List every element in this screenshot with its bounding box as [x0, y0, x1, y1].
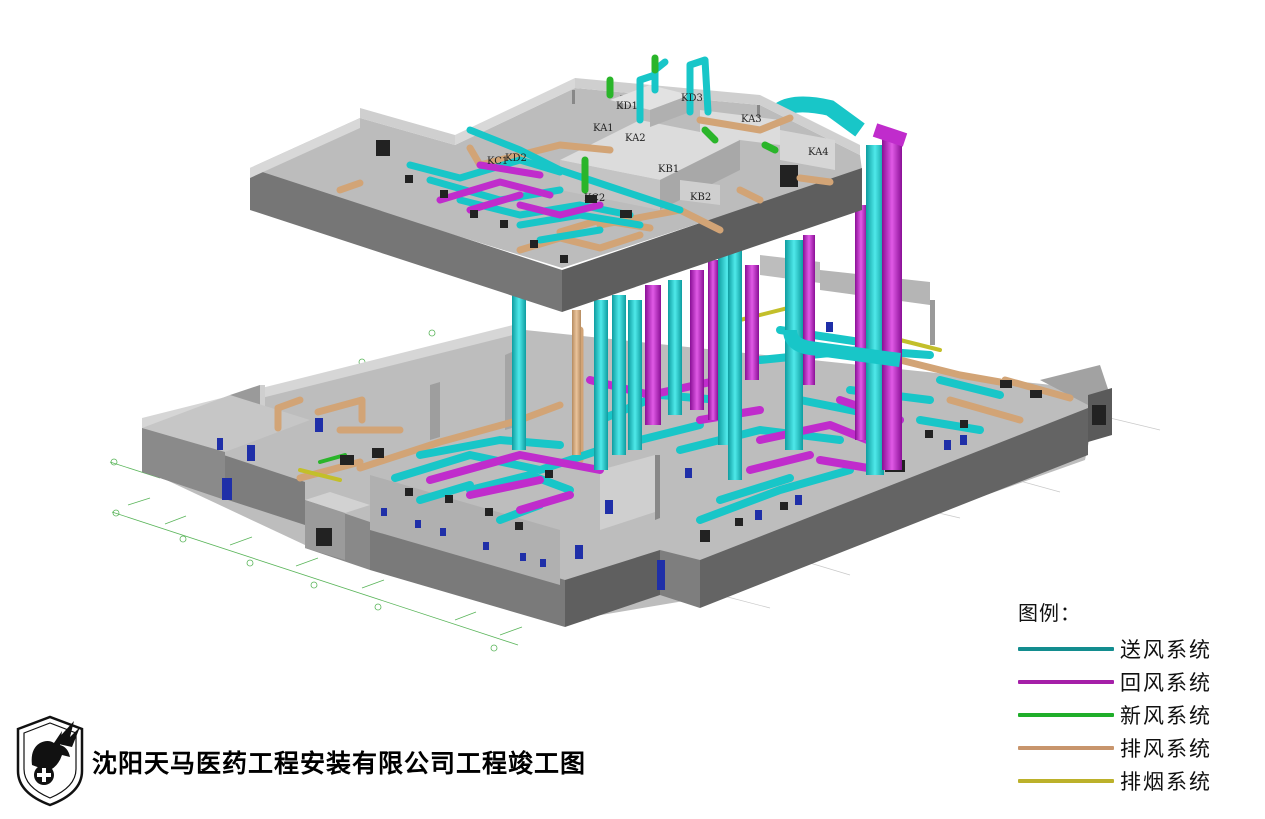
- legend-item: 新风系统: [1018, 698, 1248, 731]
- legend-swatch: [1018, 646, 1114, 651]
- unit-label-kd3: KD3: [681, 93, 703, 104]
- upper-ducts: [336, 54, 834, 263]
- legend-label: 送风系统: [1120, 637, 1212, 662]
- footer: 沈阳天马医药工程安装有限公司工程竣工图: [14, 708, 586, 808]
- unit-label-kc2: KC2: [584, 193, 605, 204]
- legend-label: 回风系统: [1120, 670, 1212, 695]
- legend-swatch: [1018, 679, 1114, 684]
- unit-label-ka3: KA3: [741, 114, 762, 125]
- legend-swatch: [1018, 745, 1114, 750]
- legend-label: 排烟系统: [1120, 769, 1212, 794]
- unit-label-ka2: KA2: [625, 133, 646, 144]
- legend: 图例： 送风系统回风系统新风系统排风系统排烟系统: [1018, 597, 1248, 797]
- unit-label-kd1: KD1: [616, 101, 638, 112]
- legend-swatch: [1018, 712, 1114, 717]
- legend-item: 送风系统: [1018, 632, 1248, 665]
- lower-floor: [142, 255, 1112, 627]
- upper-floor: [250, 78, 862, 312]
- legend-title: 图例：: [1018, 601, 1081, 625]
- unit-label-ka4: KA4: [808, 147, 829, 158]
- unit-label-kc1: KC1: [487, 156, 508, 167]
- dimension-lines: [109, 329, 523, 652]
- pegasus-shield-logo-icon: [16, 715, 84, 807]
- unit-label-kb1: KB1: [658, 164, 679, 175]
- legend-item: 回风系统: [1018, 665, 1248, 698]
- legend-item: 排烟系统: [1018, 764, 1248, 797]
- legend-label: 新风系统: [1120, 703, 1212, 728]
- legend-label: 排风系统: [1120, 736, 1212, 761]
- legend-item: 排风系统: [1018, 731, 1248, 764]
- company-title: 沈阳天马医药工程安装有限公司工程竣工图: [92, 749, 587, 778]
- legend-swatch: [1018, 778, 1114, 783]
- unit-label-ka1: KA1: [593, 123, 614, 134]
- unit-label-kd2: KD2: [505, 153, 527, 164]
- unit-label-kb2: KB2: [690, 192, 711, 203]
